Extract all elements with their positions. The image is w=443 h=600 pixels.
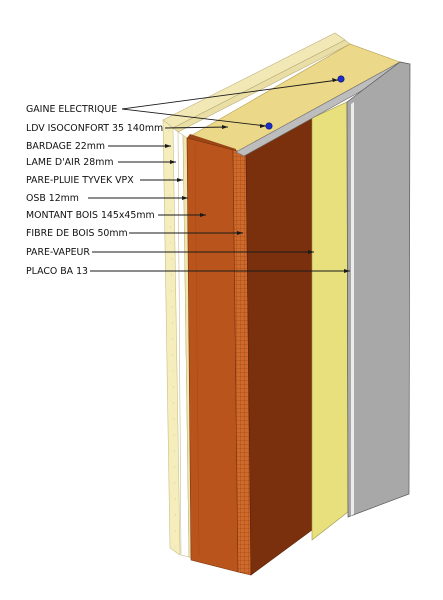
wood-side-face (245, 117, 313, 576)
label-lame-air: LAME D'AIR 28mm (26, 157, 114, 168)
label-pare-pluie: PARE-PLUIE TYVEK VPX (26, 175, 134, 186)
leader-lines (88, 78, 350, 273)
label-bardage: BARDAGE 22mm (26, 141, 105, 152)
placo-layer (235, 61, 411, 518)
label-gaine-electrique: GAINE ELECTRIQUE (26, 104, 117, 115)
montant-bois-block (186, 134, 239, 573)
labels: GAINE ELECTRIQUE LDV ISOCONFORT 35 140mm… (26, 104, 163, 277)
label-pare-vapeur: PARE-VAPEUR (26, 247, 90, 258)
label-fibre-bois: FIBRE DE BOIS 50mm (26, 228, 128, 239)
label-osb: OSB 12mm (26, 193, 79, 204)
conduit-icon (337, 75, 345, 83)
label-placo: PLACO BA 13 (26, 266, 88, 277)
label-ldv-isoconfort: LDV ISOCONFORT 35 140mm (26, 123, 163, 134)
conduit-icons (265, 75, 345, 130)
bardage-layer (162, 32, 346, 556)
insulation-layer (311, 101, 349, 541)
label-montant-bois: MONTANT BOIS 145x45mm (26, 210, 155, 221)
conduit-icon (265, 122, 273, 130)
